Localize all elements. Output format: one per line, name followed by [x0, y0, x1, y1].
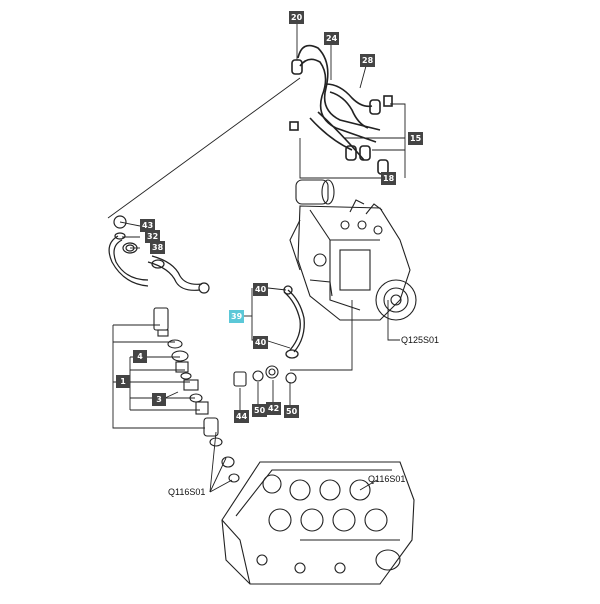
callout-3[interactable]: 3 [152, 393, 166, 406]
callout-15[interactable]: 15 [408, 132, 424, 145]
callout-50-left[interactable]: 50 [252, 404, 268, 417]
ref-head-left[interactable]: Q116S01 [168, 487, 206, 497]
ref-head-right[interactable]: Q116S01 [368, 474, 406, 484]
injector-assembly [153, 307, 240, 483]
ref-pump[interactable]: Q125S01 [401, 335, 440, 345]
callout-50-right[interactable]: 50 [284, 405, 300, 418]
fuel-return-pipe [283, 285, 305, 359]
callout-4[interactable]: 4 [133, 350, 147, 363]
injection-pump [289, 179, 417, 321]
leak-off-pipe [108, 215, 210, 294]
callout-42[interactable]: 42 [266, 402, 282, 415]
callout-18[interactable]: 18 [381, 172, 397, 185]
callout-32[interactable]: 32 [145, 230, 161, 243]
callout-43[interactable]: 43 [140, 219, 156, 232]
callout-39[interactable]: 39 [229, 310, 245, 323]
callout-1[interactable]: 1 [116, 375, 130, 388]
callout-40-lower[interactable]: 40 [253, 336, 269, 349]
callout-28[interactable]: 28 [360, 54, 376, 67]
callout-38[interactable]: 38 [150, 241, 166, 254]
injection-pipes [289, 44, 393, 175]
callout-24[interactable]: 24 [324, 32, 340, 45]
leader-lines [107, 22, 406, 493]
banjo-parts [233, 365, 297, 387]
callout-40-upper[interactable]: 40 [253, 283, 269, 296]
callout-20[interactable]: 20 [289, 11, 305, 24]
cylinder-head [221, 461, 415, 585]
callout-44[interactable]: 44 [234, 410, 250, 423]
